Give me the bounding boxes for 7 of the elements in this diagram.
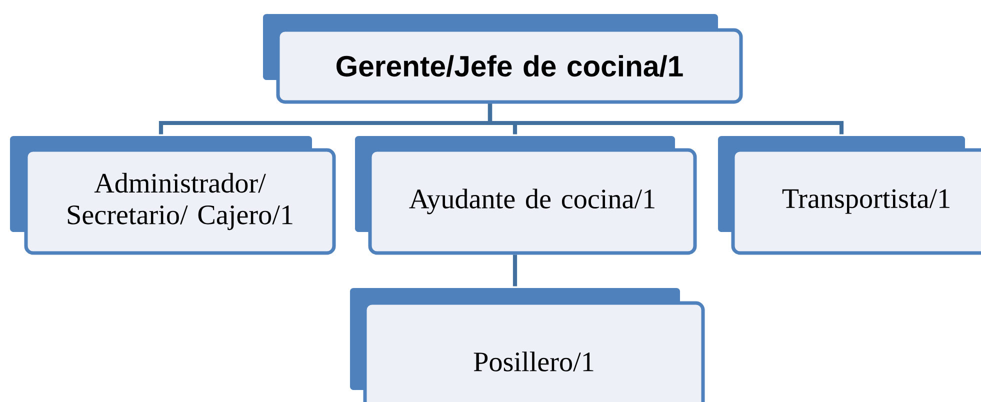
- connector-line: [512, 254, 518, 286]
- org-box: Posillero/1: [350, 288, 705, 402]
- org-box: Transportista/1: [718, 136, 981, 255]
- org-box: Ayudante de cocina/1: [355, 136, 697, 255]
- connector-line: [488, 104, 844, 134]
- org-box: Gerente/Jefe de cocina/1: [263, 14, 743, 104]
- org-box: Administrador/ Secretario/ Cajero/1: [10, 136, 336, 255]
